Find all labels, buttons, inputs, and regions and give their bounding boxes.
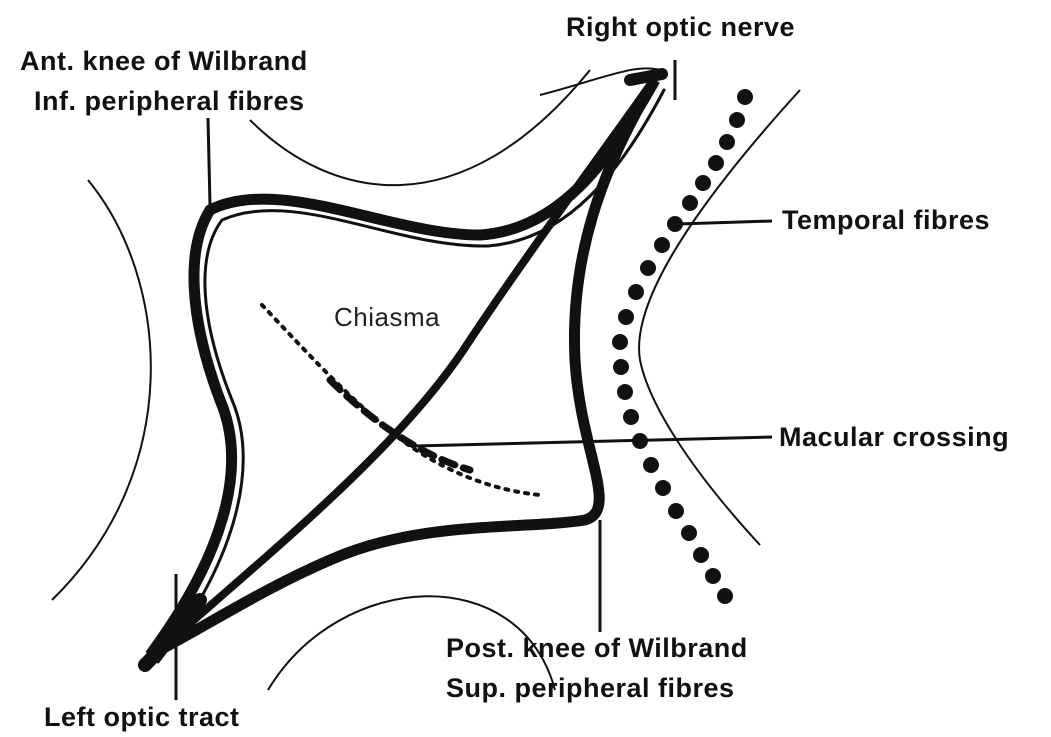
temporal-dot bbox=[705, 568, 721, 584]
temporal-dot bbox=[640, 260, 656, 276]
temporal-dot bbox=[668, 503, 684, 519]
temporal-dot bbox=[729, 112, 745, 128]
temporal-dot bbox=[655, 480, 671, 496]
label-post-knee-line2: Sup. peripheral fibres bbox=[446, 671, 735, 705]
temporal-dot bbox=[612, 334, 628, 350]
label-right-optic-nerve: Right optic nerve bbox=[566, 10, 795, 44]
temporal-dot bbox=[719, 134, 735, 150]
temporal-dot bbox=[643, 457, 659, 473]
label-temporal-fibres: Temporal fibres bbox=[782, 203, 990, 237]
temporal-dot bbox=[693, 547, 709, 563]
temporal-dot bbox=[717, 588, 733, 604]
temporal-dot bbox=[654, 237, 670, 253]
leader-temporal-fibres bbox=[678, 221, 772, 224]
chiasm-outline-stroke bbox=[150, 80, 655, 655]
outline-left bbox=[52, 180, 151, 600]
temporal-dot bbox=[708, 155, 724, 171]
fibre-bundle bbox=[145, 74, 664, 665]
nerve-top bbox=[630, 74, 662, 80]
temporal-dot bbox=[613, 359, 629, 375]
leader-lines bbox=[176, 60, 772, 700]
temporal-fibre-dots bbox=[612, 89, 753, 604]
temporal-dot bbox=[623, 409, 639, 425]
label-ant-knee-line1: Ant. knee of Wilbrand bbox=[20, 44, 308, 78]
temporal-dot bbox=[682, 195, 698, 211]
temporal-dot bbox=[695, 175, 711, 191]
outline-curves bbox=[52, 68, 800, 690]
temporal-dot bbox=[618, 309, 634, 325]
temporal-dot bbox=[617, 384, 633, 400]
leader-ant-knee bbox=[208, 118, 210, 205]
label-chiasma: Chiasma bbox=[334, 300, 440, 334]
label-post-knee-line1: Post. knee of Wilbrand bbox=[446, 631, 748, 665]
label-macular-crossing: Macular crossing bbox=[779, 420, 1009, 454]
temporal-dot bbox=[737, 89, 753, 105]
temporal-dot bbox=[628, 284, 644, 300]
temporal-dot bbox=[681, 525, 697, 541]
label-ant-knee-line2: Inf. peripheral fibres bbox=[34, 84, 305, 118]
label-left-optic-tract: Left optic tract bbox=[44, 700, 240, 734]
